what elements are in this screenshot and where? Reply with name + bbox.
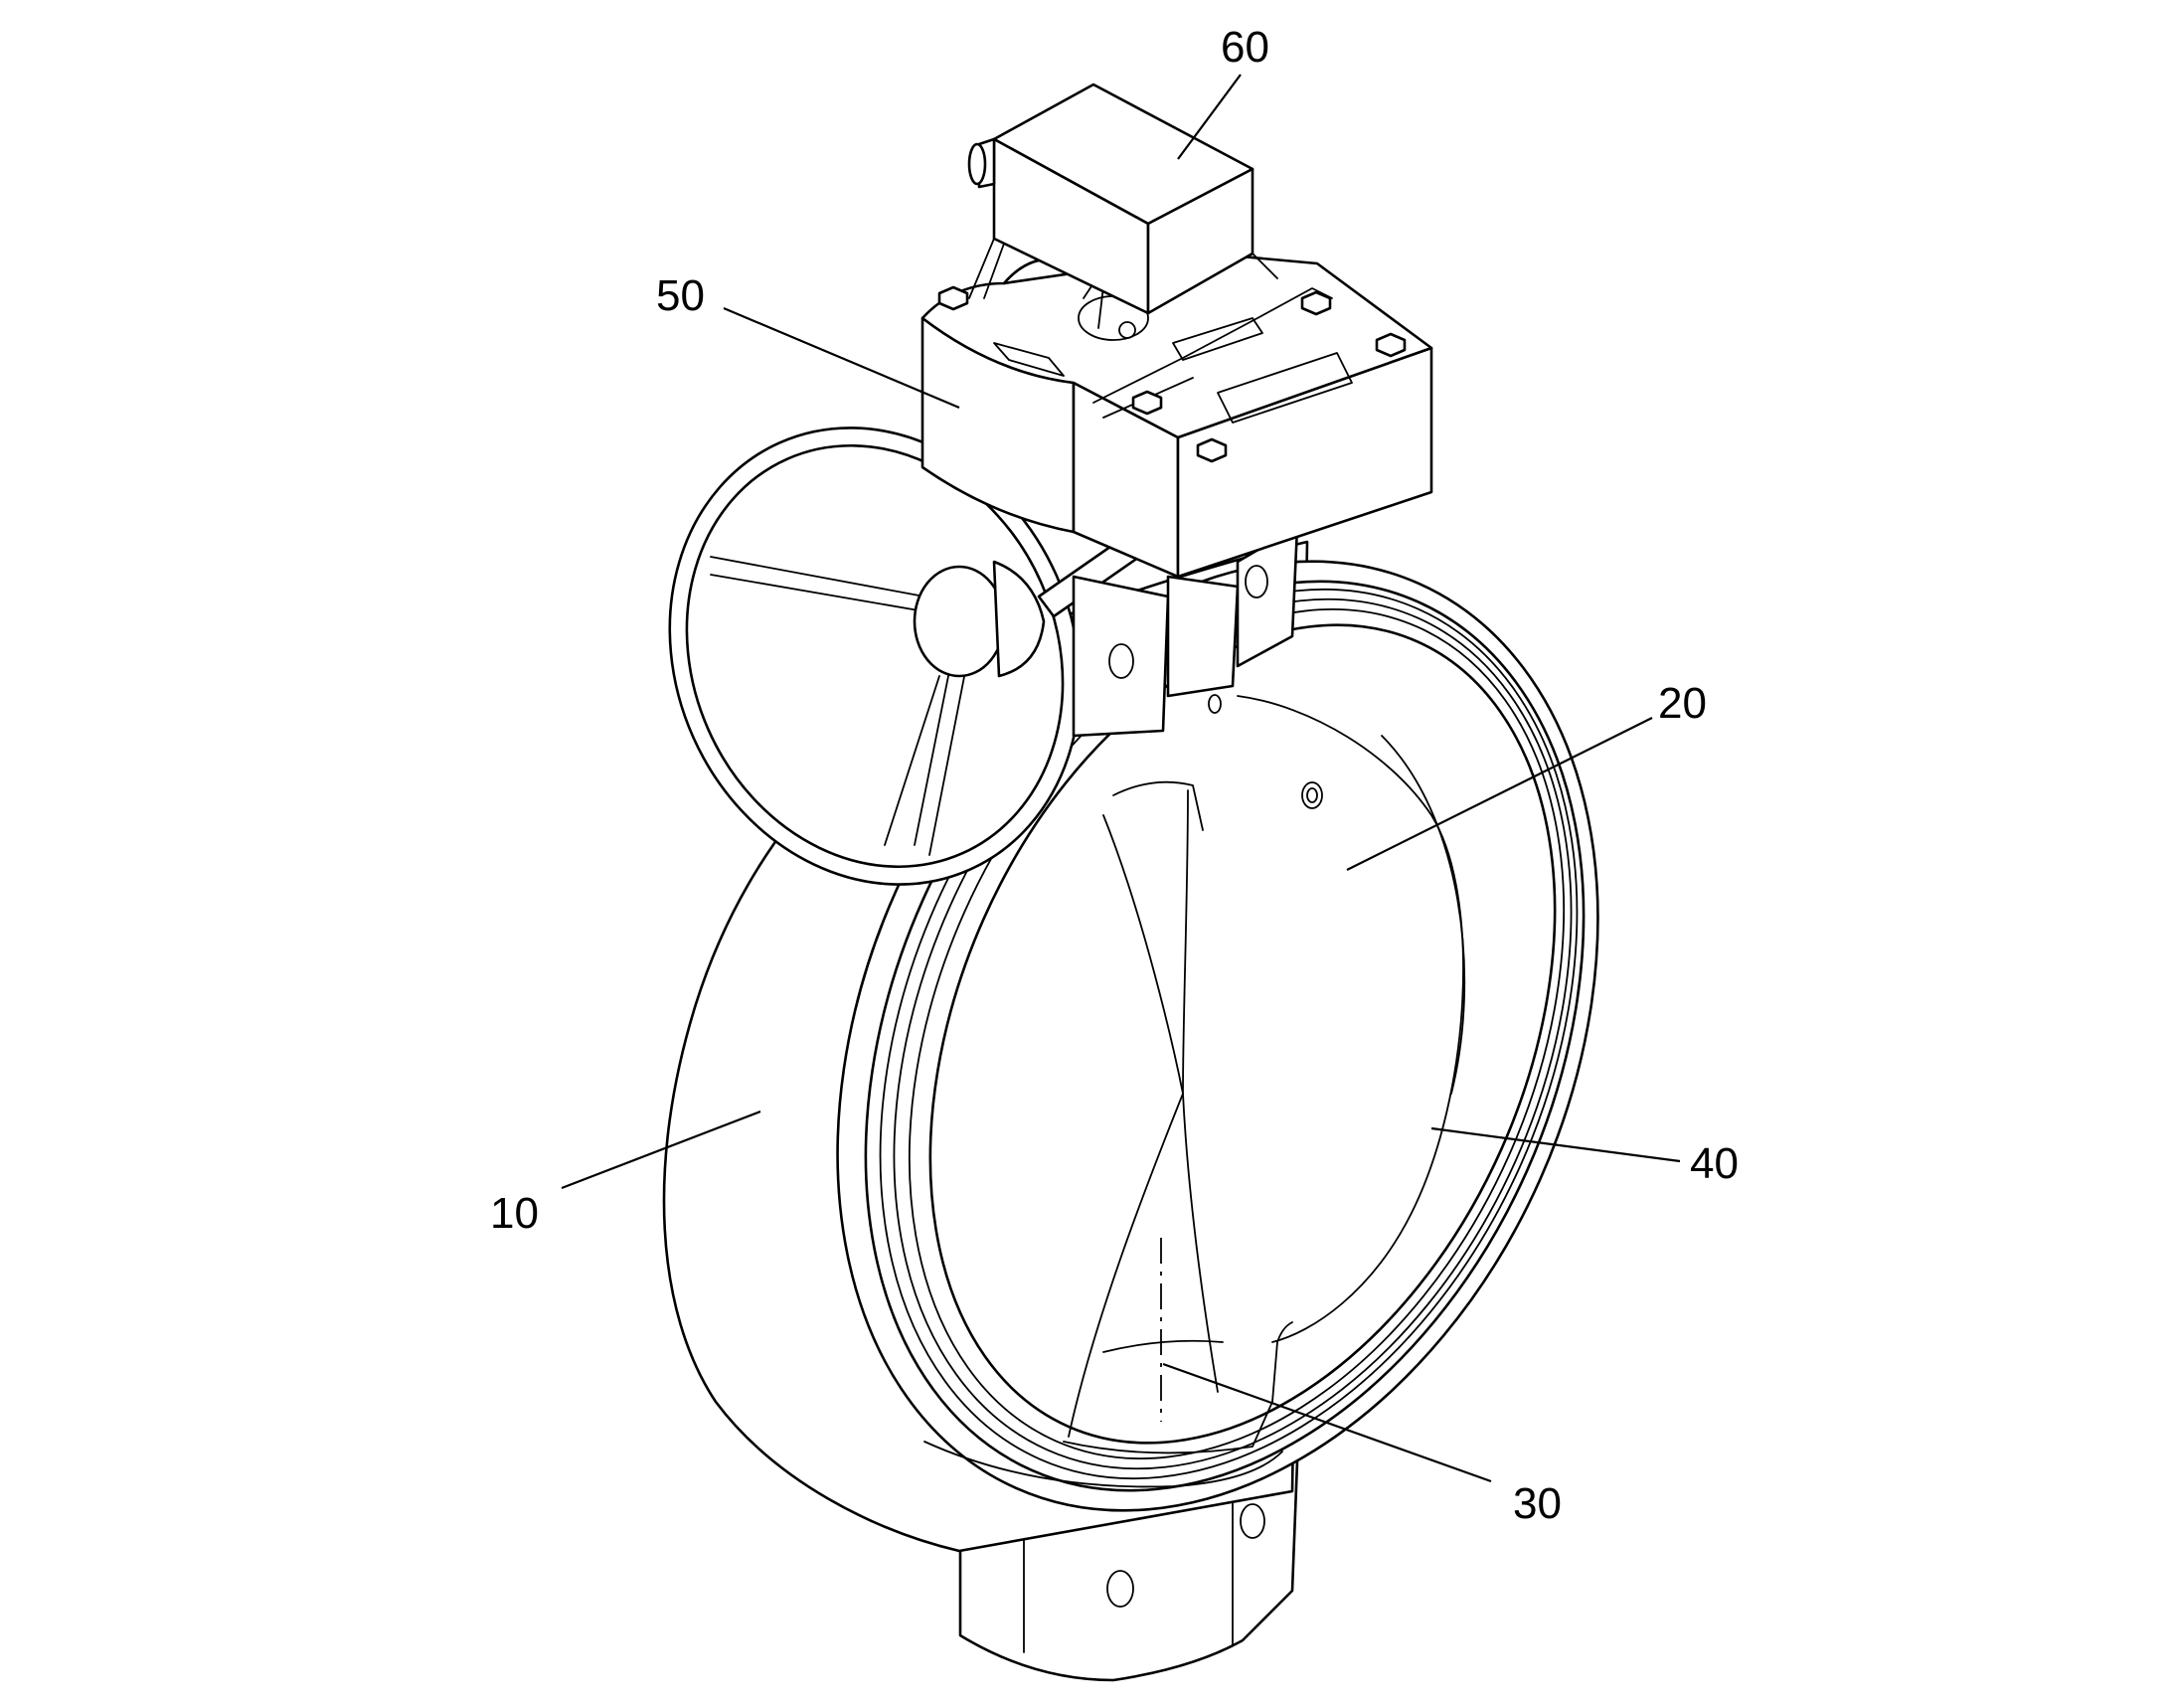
label-gearbox: 50 [656, 271, 705, 320]
hand-wheel [668, 427, 1170, 886]
gearbox [920, 251, 1433, 738]
valve-disc [923, 695, 1466, 1488]
leader-lines [561, 74, 1681, 1483]
reference-numerals: 60 50 20 40 10 30 [490, 23, 1739, 1528]
label-seat: 40 [1690, 1139, 1739, 1188]
label-axis: 30 [1513, 1479, 1562, 1528]
label-position-indicator: 60 [1221, 23, 1269, 72]
label-body: 10 [490, 1189, 539, 1238]
position-indicator [967, 83, 1278, 315]
label-disc: 20 [1658, 679, 1707, 728]
